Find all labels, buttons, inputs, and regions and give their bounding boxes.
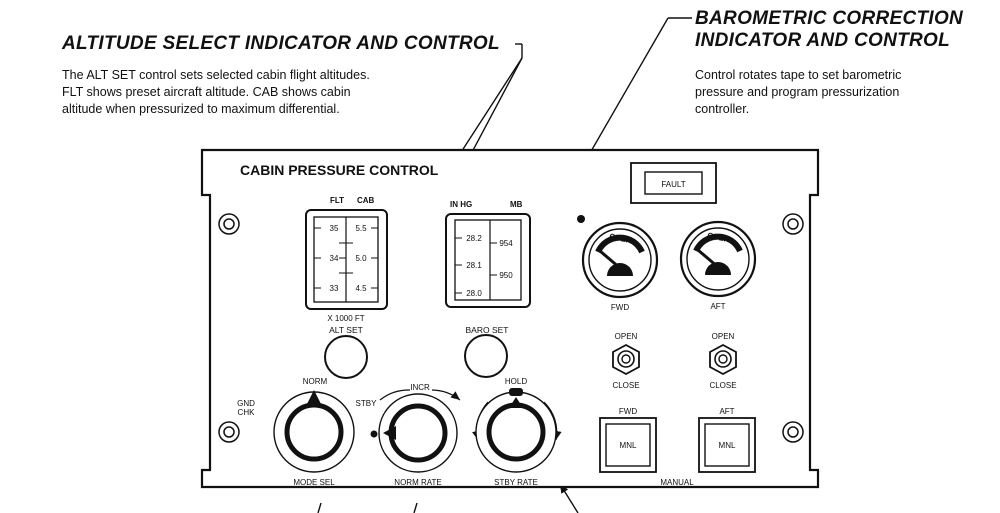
mb-scale-954: 954 bbox=[499, 239, 513, 248]
fwd-toggle-close-label: CLOSE bbox=[612, 381, 639, 390]
altitude-cab-header: CAB bbox=[357, 196, 375, 205]
norm-rate-dot bbox=[370, 430, 378, 438]
bottom-leader-3 bbox=[559, 483, 579, 513]
altitude-callout-title: ALTITUDE SELECT INDICATOR AND CONTROL bbox=[62, 33, 500, 54]
baro-desc-line-2: pressure and program pressurization bbox=[695, 85, 900, 99]
baro-mb-header: MB bbox=[510, 200, 523, 209]
fwd-toggle-switch[interactable]: OPEN CLOSE bbox=[612, 332, 640, 390]
flt-scale-34: 34 bbox=[330, 254, 339, 263]
aft-toggle-open-label: OPEN bbox=[712, 332, 735, 341]
flt-scale-33: 33 bbox=[330, 284, 339, 293]
mode-selector-name: MODE SEL bbox=[293, 478, 335, 487]
altitude-desc-line-3: altitude when pressurized to maximum dif… bbox=[62, 102, 340, 116]
aft-gauge-hub bbox=[705, 262, 731, 275]
manual-label: MANUAL bbox=[660, 478, 694, 487]
mode-chk-label: CHK bbox=[238, 408, 256, 417]
fwd-manual-header: FWD bbox=[619, 407, 637, 416]
fwd-gauge-arc bbox=[595, 234, 645, 254]
stby-rate-hold-label: HOLD bbox=[505, 377, 527, 386]
baro-desc-line-3: controller. bbox=[695, 102, 750, 116]
alt-set-label: ALT SET bbox=[329, 325, 363, 335]
cab-scale-5-0: 5.0 bbox=[355, 254, 367, 263]
fwd-valve-gauge: OPEN FWD bbox=[581, 221, 659, 312]
barometric-title-line-2: INDICATOR AND CONTROL bbox=[695, 30, 951, 51]
screw-bottom-right-core bbox=[787, 426, 799, 438]
altitude-callout-description: The ALT SET control sets selected cabin … bbox=[62, 67, 370, 118]
fault-light bbox=[644, 171, 703, 195]
aft-toggle-lever[interactable] bbox=[718, 354, 728, 364]
mode-norm-label: NORM bbox=[303, 377, 328, 386]
fwd-gauge-name: FWD bbox=[611, 303, 629, 312]
barometric-title-line-1: BAROMETRIC CORRECTION bbox=[695, 8, 964, 29]
stby-rate-control: HOLD STBY RATE bbox=[472, 377, 562, 487]
fwd-gauge-hub bbox=[607, 263, 633, 276]
aft-toggle-close-label: CLOSE bbox=[709, 381, 736, 390]
aft-gauge-name: AFT bbox=[710, 302, 725, 311]
altitude-unit-label: X 1000 FT bbox=[327, 314, 364, 323]
altitude-flt-header: FLT bbox=[330, 196, 344, 205]
baro-indicator-window bbox=[454, 219, 522, 301]
baro-inhg-header: IN HG bbox=[450, 200, 472, 209]
screw-top-right-core bbox=[787, 218, 799, 230]
aft-gauge-arc bbox=[693, 233, 743, 253]
mount-screws bbox=[218, 213, 804, 443]
fwd-toggle-open-label: OPEN bbox=[615, 332, 638, 341]
inhg-scale-28-0: 28.0 bbox=[466, 289, 482, 298]
mode-selector-knob[interactable] bbox=[284, 402, 344, 462]
baro-desc-line-1: Control rotates tape to set barometric bbox=[695, 68, 902, 82]
stby-rate-pointer bbox=[509, 397, 523, 408]
norm-rate-name: NORM RATE bbox=[394, 478, 441, 487]
stby-rate-hold-marker bbox=[509, 388, 523, 396]
cab-scale-4-5: 4.5 bbox=[355, 284, 367, 293]
aft-manual-button[interactable] bbox=[704, 423, 750, 467]
norm-rate-arc-right bbox=[431, 389, 461, 401]
inhg-scale-28-2: 28.2 bbox=[466, 234, 482, 243]
norm-rate-control: INCR NORM RATE bbox=[370, 383, 461, 487]
aft-manual-button-group: AFT MNL bbox=[698, 407, 756, 473]
mode-gnd-label: GND bbox=[237, 399, 255, 408]
fwd-manual-button[interactable] bbox=[605, 423, 651, 467]
barometric-callout-title: BAROMETRIC CORRECTION INDICATOR AND CONT… bbox=[695, 8, 963, 52]
baro-set-label: BARO SET bbox=[466, 325, 509, 335]
stby-rate-name: STBY RATE bbox=[494, 478, 538, 487]
screw-top-left-core bbox=[223, 218, 235, 230]
aft-manual-header: AFT bbox=[719, 407, 734, 416]
mode-selector-pointer bbox=[306, 390, 322, 406]
status-dot bbox=[577, 215, 585, 223]
altitude-desc-line-1: The ALT SET control sets selected cabin … bbox=[62, 68, 370, 82]
fwd-toggle-lever[interactable] bbox=[621, 354, 631, 364]
bottom-leader-1 bbox=[317, 502, 322, 513]
panel-title: CABIN PRESSURE CONTROL bbox=[240, 162, 439, 178]
inhg-scale-28-1: 28.1 bbox=[466, 261, 482, 270]
baro-set-knob[interactable] bbox=[464, 334, 508, 378]
fwd-manual-button-group: FWD MNL bbox=[599, 407, 657, 473]
flt-scale-35: 35 bbox=[330, 224, 339, 233]
mode-stby-label: STBY bbox=[356, 399, 378, 408]
fault-light-label: FAULT bbox=[661, 180, 685, 189]
bottom-leader-2 bbox=[413, 502, 418, 513]
mode-selector: GND CHK NORM STBY MODE SEL bbox=[237, 377, 377, 487]
barometric-callout-description: Control rotates tape to set barometric p… bbox=[695, 67, 901, 118]
alt-set-knob[interactable] bbox=[324, 335, 368, 379]
aft-manual-label: MNL bbox=[719, 441, 736, 450]
cab-scale-5-5: 5.5 bbox=[355, 224, 367, 233]
stby-rate-knob[interactable] bbox=[486, 402, 546, 462]
altitude-desc-line-2: FLT shows preset aircraft altitude. CAB … bbox=[62, 85, 351, 99]
norm-rate-pointer bbox=[383, 426, 396, 440]
norm-rate-knob[interactable] bbox=[388, 403, 448, 463]
mb-scale-950: 950 bbox=[499, 271, 513, 280]
norm-rate-arc-left bbox=[379, 389, 411, 401]
fwd-manual-label: MNL bbox=[620, 441, 637, 450]
norm-rate-incr-label: INCR bbox=[410, 383, 430, 392]
altitude-indicator: FLT CAB 35 34 33 5.5 5.0 4.5 X 1000 FT bbox=[305, 196, 388, 323]
baro-indicator: IN HG MB 28.2 28.1 28.0 954 950 bbox=[445, 200, 531, 308]
screw-bottom-left-core bbox=[223, 426, 235, 438]
aft-valve-gauge: OPEN AFT bbox=[679, 220, 757, 311]
aft-toggle-switch[interactable]: OPEN CLOSE bbox=[709, 332, 737, 390]
